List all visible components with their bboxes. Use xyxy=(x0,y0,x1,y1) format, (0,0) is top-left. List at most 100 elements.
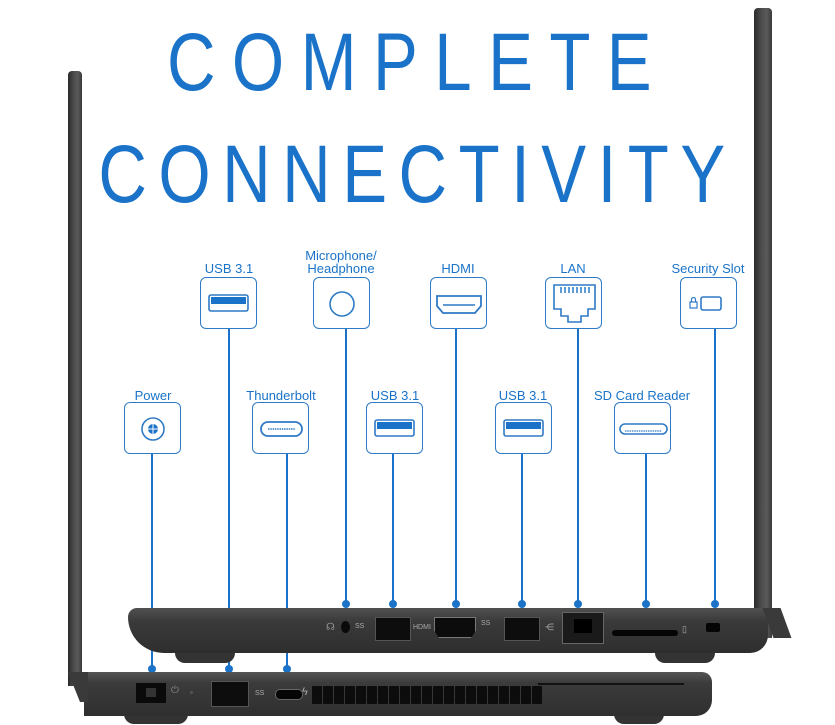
audio-jack-icon xyxy=(329,291,355,317)
connector-line-security xyxy=(714,329,716,601)
vent-slat xyxy=(433,686,443,704)
port-label-security: Security Slot xyxy=(671,261,745,276)
usb-a-icon xyxy=(374,419,415,437)
network-glyph-icon: ⋲ xyxy=(545,622,554,632)
hdmi-marking: HDMI xyxy=(413,624,431,631)
port-card-thunderbolt[interactable] xyxy=(252,402,309,454)
usb-c-icon xyxy=(260,421,303,437)
laptop-screen-edge-right xyxy=(754,8,772,638)
port-card-audio[interactable] xyxy=(313,277,370,329)
port-label-usb31-right: USB 3.1 xyxy=(498,388,548,403)
port-label-lan: LAN xyxy=(560,261,586,276)
usb-a-port-2 xyxy=(504,617,540,641)
vent-slat xyxy=(334,686,344,704)
laptop-upper-foot-left xyxy=(175,651,235,663)
connector-dot-power xyxy=(148,665,156,673)
vent-slat xyxy=(532,686,542,704)
vent-slat xyxy=(312,686,322,704)
port-label-usb31-mid: USB 3.1 xyxy=(370,388,420,403)
port-card-lan[interactable] xyxy=(545,277,602,329)
sd-card-icon xyxy=(619,423,668,435)
port-card-usb31-mid[interactable] xyxy=(366,402,423,454)
connector-dot-security xyxy=(711,600,719,608)
port-label-sd: SD Card Reader xyxy=(593,388,691,403)
vent-slat xyxy=(378,686,388,704)
laptop-lower-foot-left xyxy=(124,714,188,724)
vent-slat xyxy=(411,686,421,704)
vent-slat xyxy=(389,686,399,704)
vent-slat xyxy=(367,686,377,704)
connector-line-audio xyxy=(345,329,347,601)
port-card-hdmi[interactable] xyxy=(430,277,487,329)
vent-slat xyxy=(466,686,476,704)
connector-dot-audio xyxy=(342,600,350,608)
ethernet-port xyxy=(562,612,604,644)
laptop-lower-hinge xyxy=(68,672,88,702)
connector-dot-sd xyxy=(642,600,650,608)
laptop-upper-foot-right xyxy=(655,651,715,663)
vent-slat xyxy=(400,686,410,704)
thunderbolt-glyph-icon: ϟ xyxy=(302,686,308,698)
connector-dot-usb31-top xyxy=(225,665,233,673)
security-lock-slot xyxy=(706,623,720,632)
smart-card-slot xyxy=(538,683,684,685)
usb-a-port-3 xyxy=(211,681,249,707)
vent-slat xyxy=(499,686,509,704)
port-card-usb31-top[interactable] xyxy=(200,277,257,329)
connector-line-lan xyxy=(577,329,579,601)
vent-slat xyxy=(323,686,333,704)
thunderbolt-port xyxy=(275,689,303,700)
ss-marking-1: SS xyxy=(355,623,365,630)
connector-line-usb31-mid xyxy=(392,454,394,601)
connector-dot-thunderbolt xyxy=(283,665,291,673)
connector-line-hdmi xyxy=(455,329,457,601)
sd-card-slot xyxy=(612,630,678,636)
lock-slot-icon xyxy=(689,296,722,311)
usb-a-icon xyxy=(503,419,544,437)
connector-line-thunderbolt xyxy=(286,454,288,669)
ss-marking-2: SS xyxy=(481,620,491,627)
port-card-sd[interactable] xyxy=(614,402,671,454)
connector-line-sd xyxy=(645,454,647,601)
power-port xyxy=(136,683,166,703)
ethernet-icon xyxy=(553,284,596,323)
hdmi-port xyxy=(434,617,476,638)
sd-glyph-icon: ▯ xyxy=(682,624,687,634)
power-icon xyxy=(141,417,165,441)
usb-a-port-1 xyxy=(375,617,411,641)
vent-slat xyxy=(521,686,531,704)
vent-slat xyxy=(488,686,498,704)
connector-line-usb31-top xyxy=(228,329,230,669)
audio-jack-port xyxy=(341,621,350,633)
vent-slat xyxy=(345,686,355,704)
connector-dot-usb31-right xyxy=(518,600,526,608)
laptop-lower-foot-right xyxy=(614,714,664,724)
port-card-security[interactable] xyxy=(680,277,737,329)
vent-slat xyxy=(444,686,454,704)
port-card-usb31-right[interactable] xyxy=(495,402,552,454)
port-label-hdmi: HDMI xyxy=(441,261,475,276)
vent-slat xyxy=(455,686,465,704)
connector-dot-hdmi xyxy=(452,600,460,608)
hdmi-icon xyxy=(436,295,482,314)
connector-dot-usb31-mid xyxy=(389,600,397,608)
port-label-thunderbolt: Thunderbolt xyxy=(246,388,316,403)
headset-glyph-icon: ☊ xyxy=(326,622,335,633)
port-label-audio: Microphone/ Headphone xyxy=(305,248,377,276)
connector-line-power xyxy=(151,454,153,669)
vent-slat xyxy=(510,686,520,704)
vent-slat xyxy=(477,686,487,704)
vent-slat xyxy=(422,686,432,704)
power-glyph-icon: ⏻ xyxy=(171,685,179,696)
headline-line-1: COMPLETE xyxy=(166,17,669,108)
port-label-power: Power xyxy=(134,388,172,403)
usb-a-icon xyxy=(208,294,249,312)
connector-line-usb31-right xyxy=(521,454,523,601)
headline-line-2: CONNECTIVITY xyxy=(98,129,737,220)
power-led xyxy=(190,691,193,694)
port-label-usb31-top: USB 3.1 xyxy=(204,261,254,276)
ss-marking-3: SS xyxy=(255,690,265,697)
laptop-screen-edge-left xyxy=(68,71,82,686)
port-card-power[interactable] xyxy=(124,402,181,454)
vent-slat xyxy=(356,686,366,704)
